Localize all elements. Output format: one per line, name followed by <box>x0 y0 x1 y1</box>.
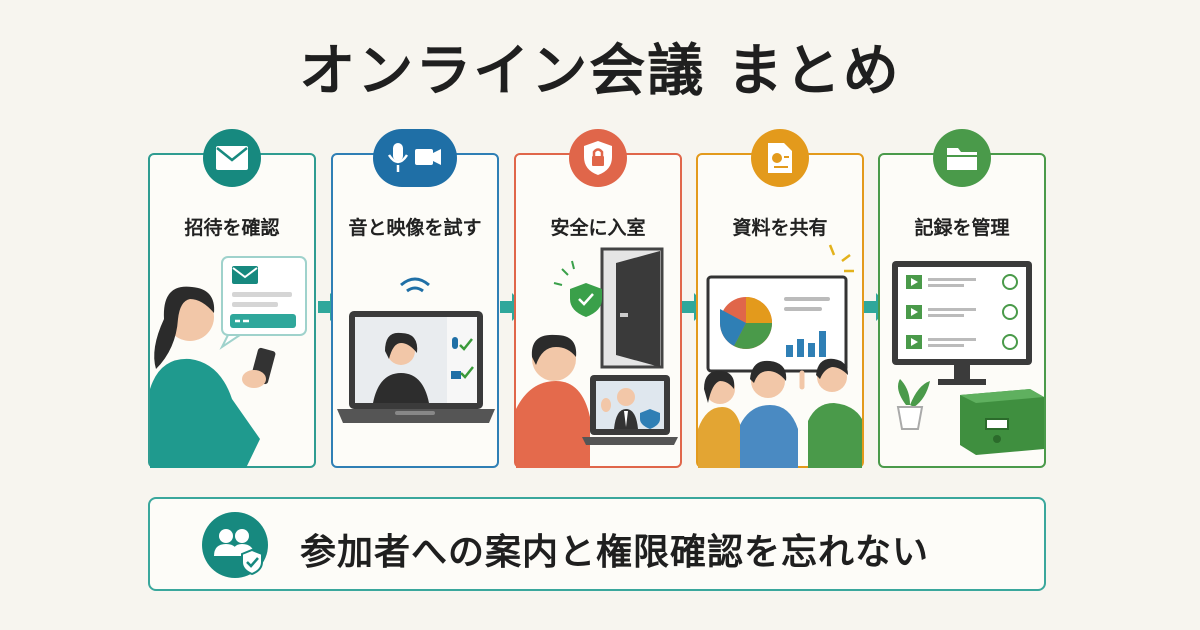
folder-icon <box>933 129 991 187</box>
step-label-secure-entry: 安全に入室 <box>550 217 646 239</box>
records-illustration <box>880 239 1044 468</box>
step-label-share-docs: 資料を共有 <box>732 217 828 239</box>
arrow-right-icon <box>682 293 708 321</box>
step-label-av-test: 音と映像を試す <box>348 217 482 239</box>
step-card-secure-entry: 安全に入室 <box>514 129 682 468</box>
door-illustration <box>516 239 680 468</box>
mic-camera-icon <box>373 129 457 187</box>
step-card-invite: 招待を確認 <box>148 129 316 468</box>
step-card-manage-records: 記録を管理 <box>878 129 1046 468</box>
step-card-share-docs: 資料を共有 <box>696 129 864 468</box>
laptop-illustration <box>333 239 497 468</box>
presentation-illustration <box>698 239 862 468</box>
arrow-right-icon <box>864 293 890 321</box>
arrow-right-icon <box>500 293 526 321</box>
step-label-manage-records: 記録を管理 <box>914 217 1010 239</box>
page-title: オンライン会議 まとめ <box>299 39 901 104</box>
reminder-banner: 参加者への案内と権限確認を忘れない <box>148 497 1046 591</box>
users-shield-icon <box>202 512 268 578</box>
step-label-invite: 招待を確認 <box>184 217 280 239</box>
reminder-text: 参加者への案内と権限確認を忘れない <box>300 532 930 573</box>
invite-illustration <box>150 239 314 468</box>
envelope-icon <box>203 129 261 187</box>
shield-lock-icon <box>569 129 627 187</box>
document-chart-icon <box>751 129 809 187</box>
step-card-av-test: 音と映像を試す <box>331 129 499 468</box>
